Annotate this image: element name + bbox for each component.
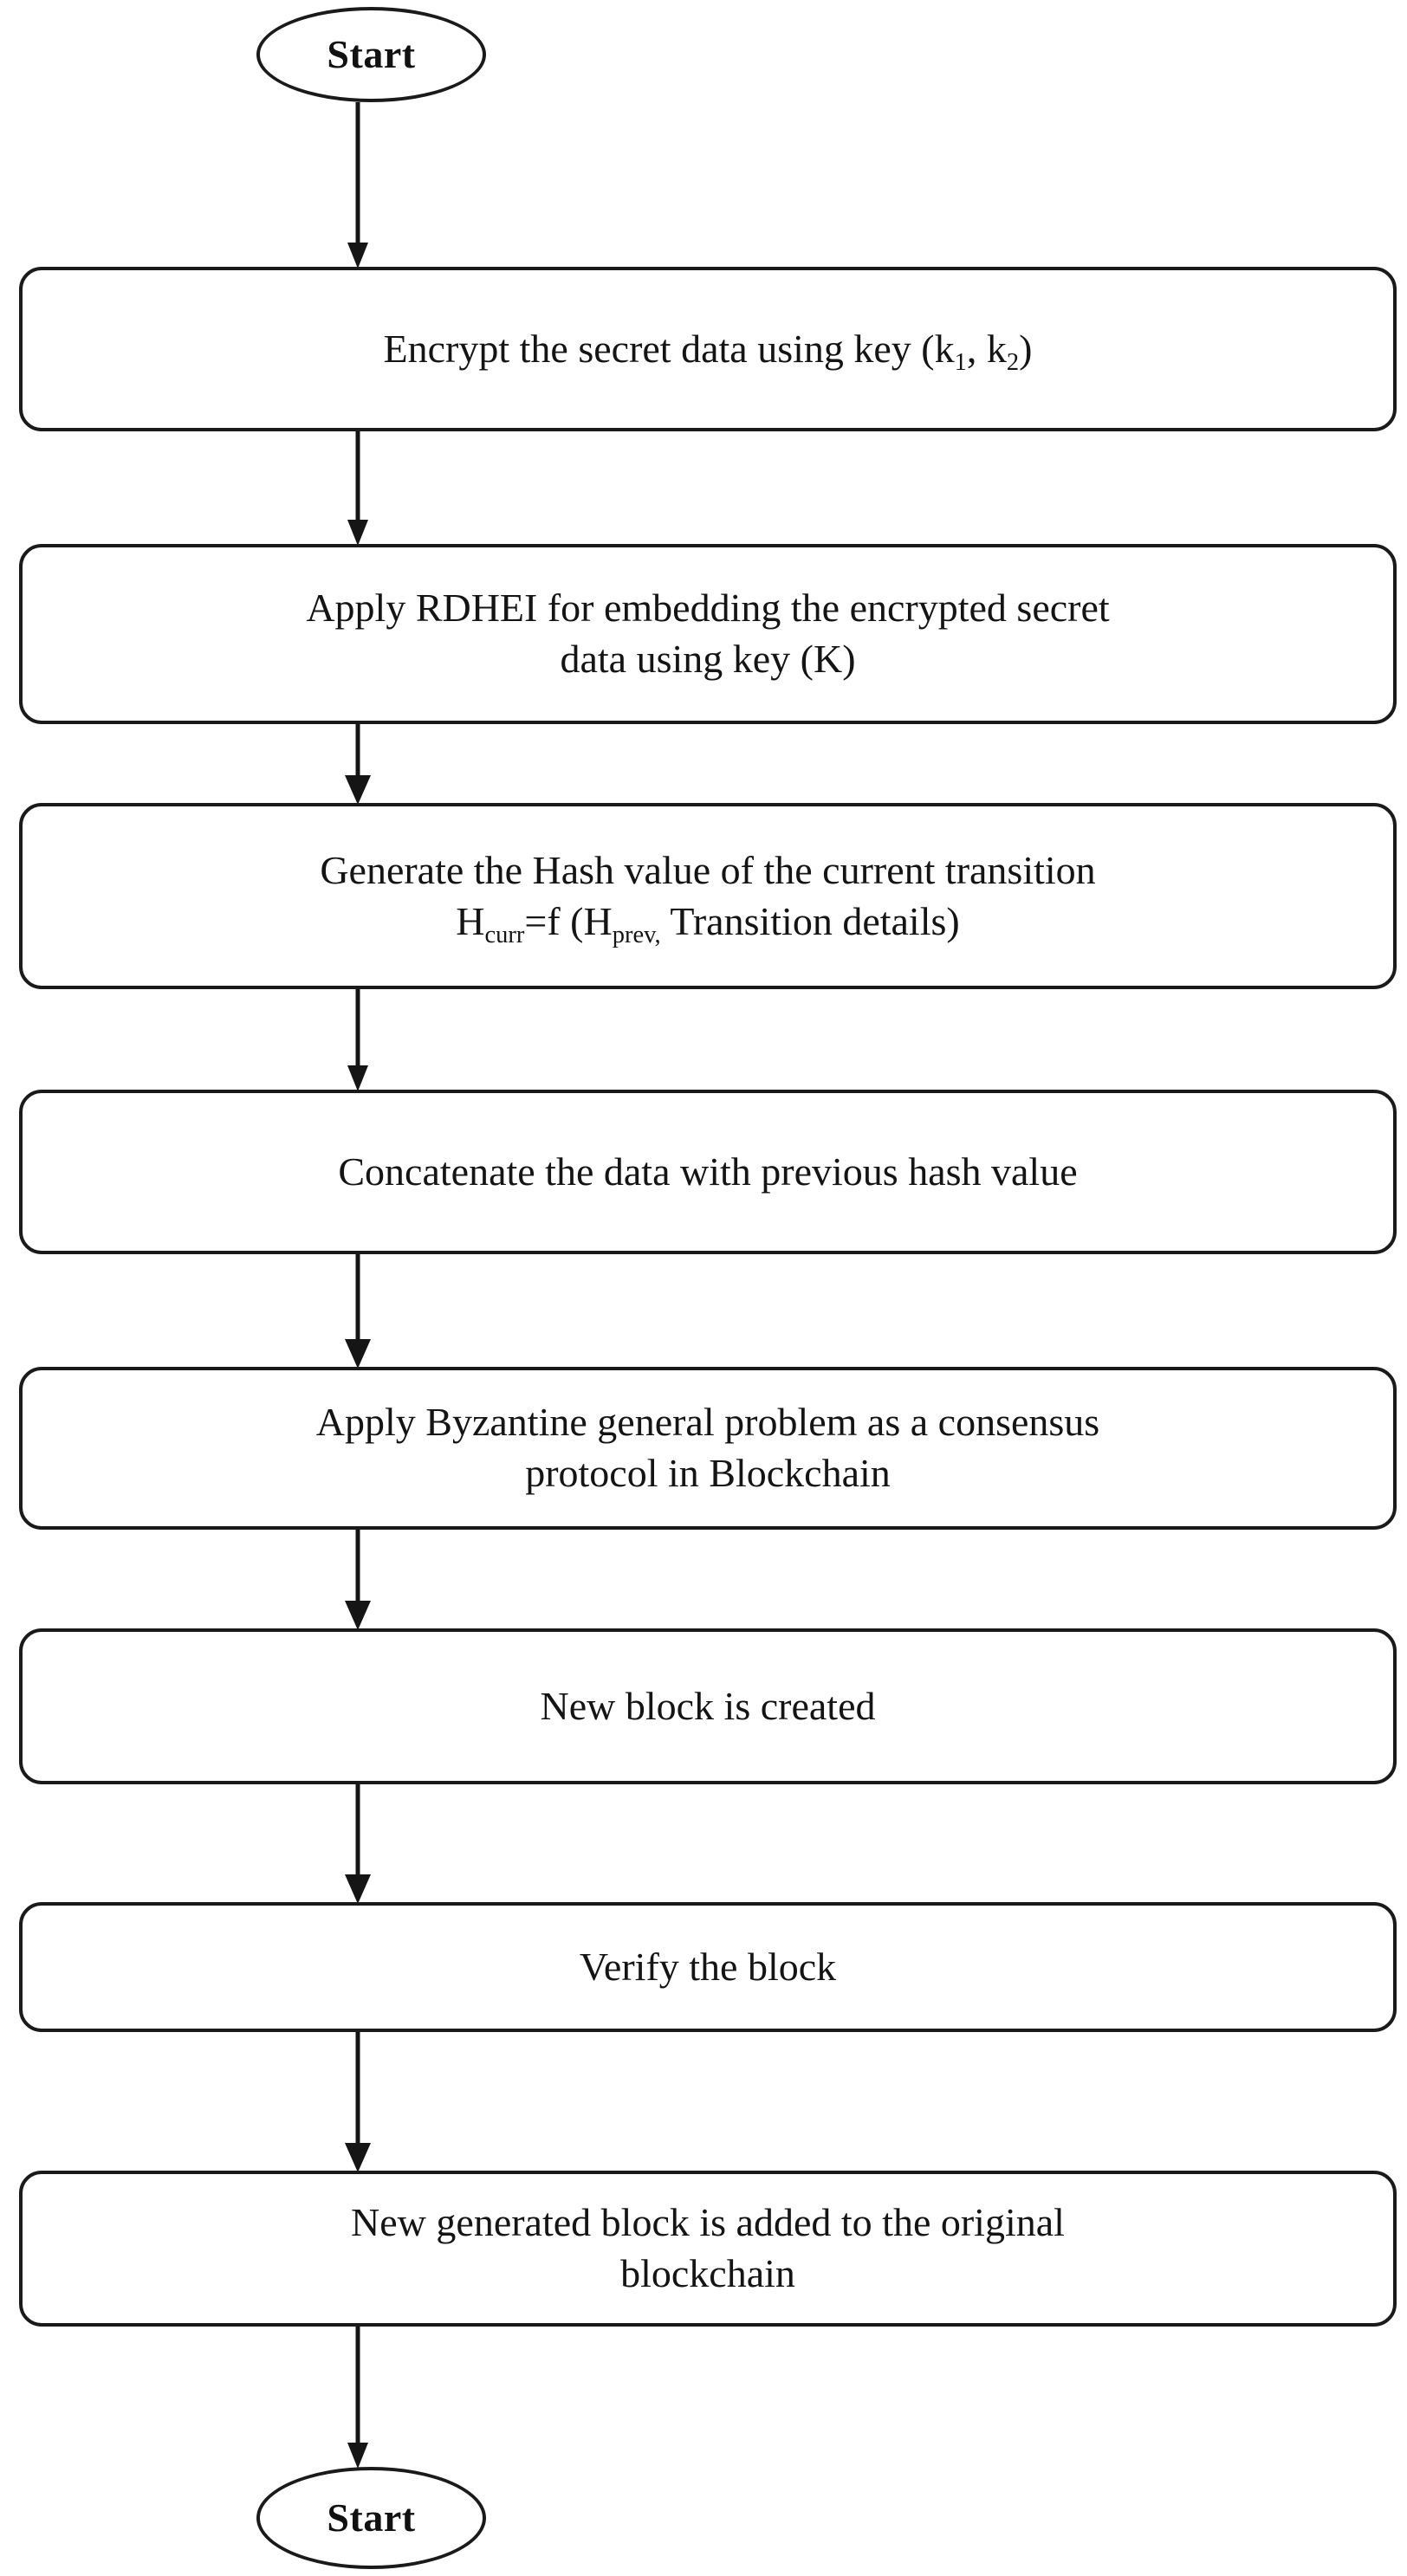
arrow-added-to-end (345, 2327, 371, 2469)
arrow-verify-to-added (345, 2032, 371, 2172)
node-encrypt: Encrypt the secret data using key (k1, k… (19, 267, 1397, 431)
node-label-encrypt: Encrypt the secret data using key (k1, k… (383, 326, 1033, 376)
arrow-newblock-to-verify (345, 1784, 371, 1904)
node-verify: Verify the block (19, 1902, 1397, 2032)
node-label-newblock: New block is created (540, 1683, 876, 1728)
node-label-concat: Concatenate the data with previous hash … (338, 1149, 1078, 1194)
arrow-hash-to-concat (345, 989, 371, 1091)
arrow-rdhei-to-hash (345, 724, 371, 805)
node-rdhei: Apply RDHEI for embedding the encrypted … (19, 544, 1397, 724)
node-end: Start (256, 2467, 486, 2569)
node-concat: Concatenate the data with previous hash … (19, 1090, 1397, 1254)
arrow-encrypt-to-rdhei (345, 431, 371, 546)
node-hash: Generate the Hash value of the current t… (19, 803, 1397, 989)
node-byzantine: Apply Byzantine general problem as a con… (19, 1367, 1397, 1530)
node-label-end: Start (327, 2495, 416, 2540)
node-label-byzantine: Apply Byzantine general problem as a con… (315, 1400, 1100, 1495)
node-label-rdhei: Apply RDHEI for embedding the encrypted … (306, 586, 1110, 681)
node-label-added: New generated block is added to the orig… (351, 2200, 1065, 2295)
node-label-verify: Verify the block (579, 1944, 837, 1989)
node-newblock: New block is created (19, 1628, 1397, 1784)
arrow-start-to-encrypt (345, 102, 371, 269)
arrow-concat-to-byzantine (345, 1254, 371, 1369)
arrow-byzantine-to-newblock (345, 1530, 371, 1630)
node-label-hash: Generate the Hash value of the current t… (320, 847, 1096, 948)
node-start: Start (256, 7, 486, 102)
node-added: New generated block is added to the orig… (19, 2171, 1397, 2327)
node-label-start: Start (327, 31, 416, 76)
